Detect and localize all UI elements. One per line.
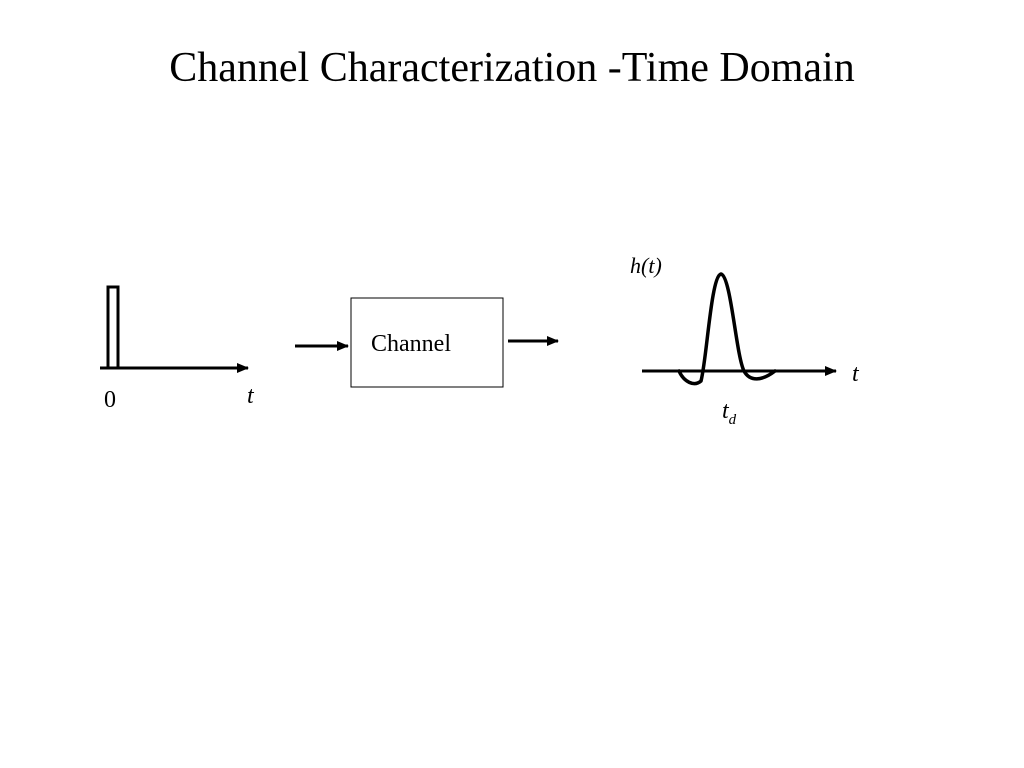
delay-label-sub: d (729, 412, 737, 428)
output-response-plot: h(t) t td (630, 253, 860, 428)
delay-label-main: t (722, 398, 730, 424)
input-impulse-plot: 0 t (100, 285, 255, 413)
input-axis-label: t (247, 383, 255, 409)
response-label: h(t) (630, 253, 662, 278)
impulse-pulse (106, 285, 120, 370)
slide-title: Channel Characterization -Time Domain (169, 45, 855, 91)
impulse-response-curve (677, 272, 777, 386)
channel-box (350, 297, 504, 388)
output-axis-label: t (852, 361, 860, 387)
channel-label: Channel (371, 331, 451, 357)
input-origin-label: 0 (104, 387, 116, 413)
delay-label: td (722, 398, 737, 428)
channel-block: Channel (350, 297, 504, 388)
